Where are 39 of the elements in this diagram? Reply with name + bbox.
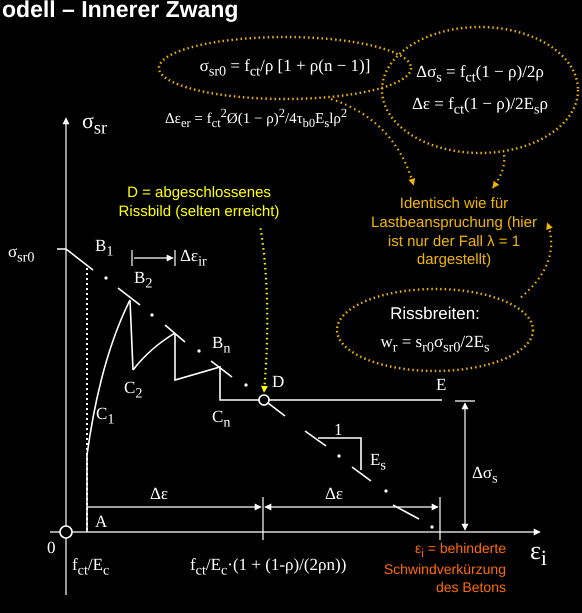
point-label: D [272,372,284,392]
axis-label: σ$_{sr0}$ [8,242,34,266]
dotted-arrow [520,222,553,298]
dotted-arrow [492,154,506,188]
dimension-label: Δε [150,484,168,504]
annotation-text: Identisch wie für Lastbeanspruchung (hier ist nur der Fall λ = 1 dargestellt) [370,195,538,270]
formula: Δσ$_{s}$ = f$_{ct}$(1 − ρ)/2ρ [416,60,544,87]
dotted-arrow [330,98,415,186]
dimension-label: Δε$_{ir}$ [180,246,207,270]
dimension-label: Δσ$_{s}$ [472,463,498,488]
annotation-text: D = abgeschlossenes Rissbild (selten erreicht) [118,184,280,222]
slope-label: 1 [334,420,342,440]
point-label: A [95,512,108,532]
dimension-label: Δε [325,484,344,504]
formula-ellipse [157,35,413,101]
point-label: B$_{n}$ [212,333,230,358]
axis-label: σ$_{sr}$ [82,108,108,138]
point-label: C$_{n}$ [212,407,230,432]
formula-ellipse [380,25,580,155]
point-label: B$_{2}$ [134,268,152,292]
axis-label: ε$_{i}$ [530,536,547,572]
tick-label: f$_{ct}$/E$_{c}$·(1 + (1-ρ)/(2ρn)) [190,555,346,580]
formula: Δε = f$_{ct}$(1 − ρ)/2E$_{s}$ρ [412,93,548,120]
dotted-arrow [259,228,268,393]
slide-title: odell – Innerer Zwang [2,0,238,23]
formula: Δε$_{er}$ = f$_{ct}$$^{2}$Ø(1 − ρ)$^{2}$/4τ$_{b0}$E$_{s}$lρ$^{2}$ [165,106,348,131]
formula: σ$_{sr0}$ = f$_{ct}$/ρ [1 + ρ(n − 1)] [200,54,370,82]
point-label: E [436,375,446,395]
formula-ellipse [335,287,535,373]
slope-label: E$_{s}$ [370,450,386,474]
heading: Rissbreiten: [390,303,480,325]
tick-label: f$_{ct}$/E$_{c}$ [72,555,110,580]
point-label: C$_{1}$ [96,404,114,428]
formula: w$_{r}$ = s$_{r0}$σ$_{sr0}$/2E$_{s}$ [380,330,490,357]
point-label: C$_{2}$ [124,378,142,402]
axis-label: 0 [47,538,56,558]
note-text: ε$_{i}$ = behinderte Schwindverkürzung des Betons [382,540,506,596]
point-label: B$_{1}$ [95,236,114,260]
point-marker [258,394,270,406]
